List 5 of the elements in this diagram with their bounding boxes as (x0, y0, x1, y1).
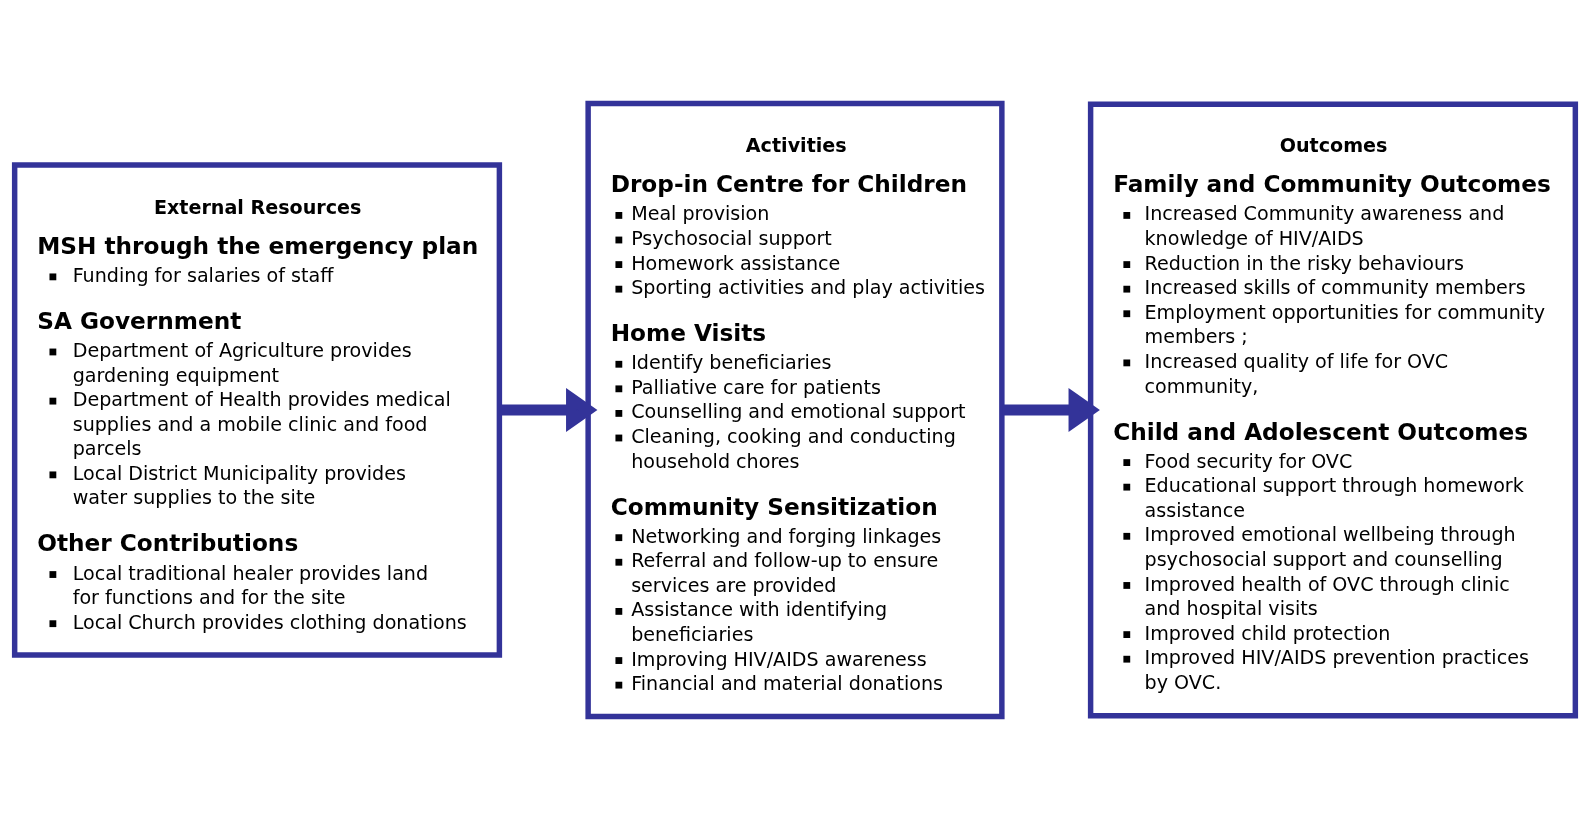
arrow (499, 387, 598, 432)
arrow (1002, 387, 1100, 432)
node-box: Activities Drop-in Centre for Children Meal provision Psychosocial support Homework assistance Sporting activities and play activities Home Visits Identify beneficiaries Palliative care for patients Counselling and emotional support Cleaning, cooking and conducting household chores Community Sensitization Networking and forging linkages Referral and follow-up to ensure services are provided Assistance with identifying beneficiaries Improving HIV/AIDS awareness Financial and material donations (585, 100, 1005, 719)
node-box: External Resources MSH through the emergency plan Funding for salaries of staff SA Government Department of Agriculture provides gardening equipment Department of Health provides medical supplies and a mobile clinic and food parcels Local District Municipality provides water supplies to the site Other Contributions Local traditional healer provides land for functions and for the site Local Church provides clothing donations (11, 161, 503, 658)
node-box: Outcomes Family and Community Outcomes Increased Community awareness and knowledge of HIV/AIDS Reduction in the risky behaviours Increased skills of community members Employment opportunities for community members ; Increased quality of life for OVC community, Child and Adolescent Outcomes Food security for OVC Educational support through homework assistance Improved emotional wellbeing through psychosocial support and counselling Improved health of OVC through clinic and hospital visits Improved child protection Improved HIV/AIDS prevention practices by OVC. (1087, 100, 1579, 719)
